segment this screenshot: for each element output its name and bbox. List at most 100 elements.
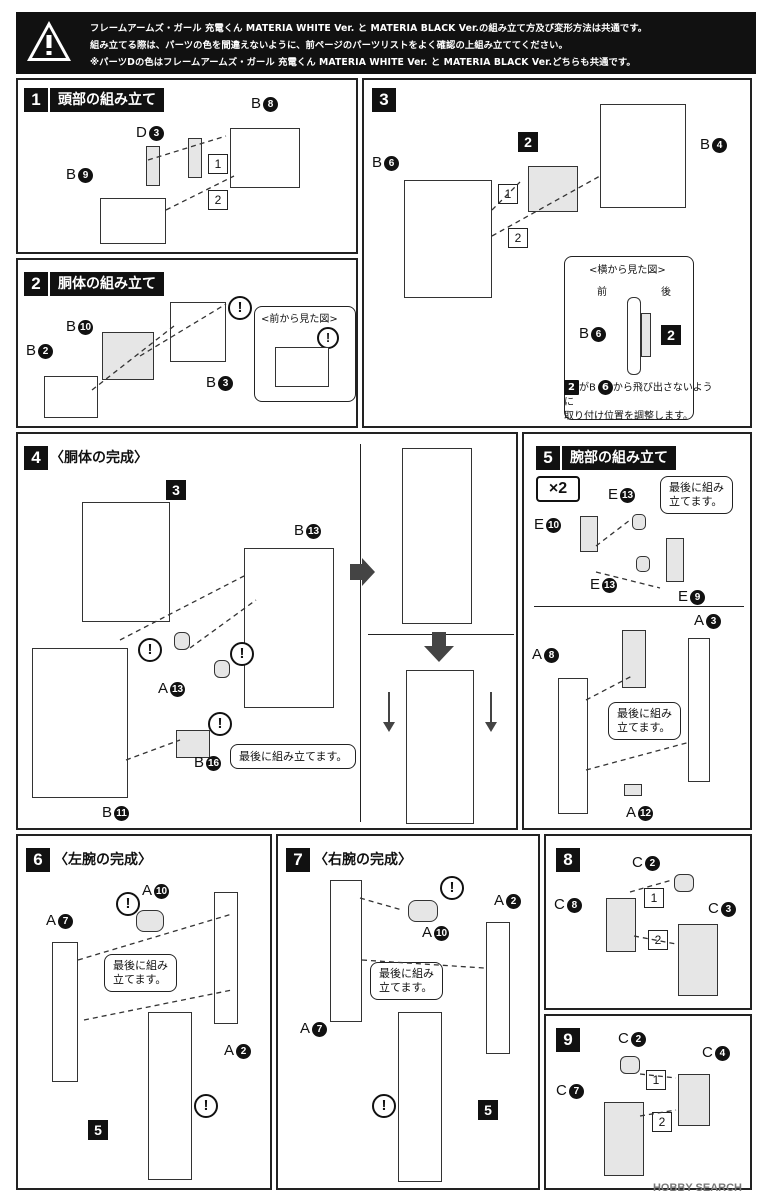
part-number-3: 3 (166, 480, 186, 500)
sequence-marker-2: 2 (652, 1112, 672, 1132)
torso-joint-part (102, 332, 154, 380)
front-view-box: <前から見た図> ! (254, 306, 356, 402)
arm-part-a8 (558, 678, 588, 814)
torso-frame-part (170, 302, 226, 362)
sequence-marker-1: 1 (208, 154, 228, 174)
torso-plate-part (44, 376, 98, 418)
caution-icon: ! (440, 876, 464, 900)
head-pin-part-left (146, 146, 160, 186)
head-frame-part (230, 128, 300, 188)
panel-divider (534, 606, 744, 607)
caution-icon: ! (194, 1094, 218, 1118)
side-view-battery (641, 313, 651, 357)
assemble-last-note: 最後に組み立てます。 (608, 702, 681, 740)
header-line-2: 組み立てる際は、パーツの色を間違えないように、前ページのパーツリストをよく確認の… (90, 40, 568, 51)
torso-lower-frame-part (244, 548, 334, 708)
small-part-a12 (624, 784, 642, 796)
step-number: 3 (372, 88, 396, 112)
back-label: 後 (661, 287, 671, 298)
caution-icon: ! (372, 1094, 396, 1118)
hand-part-c4 (678, 1074, 710, 1126)
caution-icon: ! (228, 296, 252, 320)
joint-part-a13-1 (174, 632, 190, 650)
step-number: 2 (24, 272, 48, 296)
pin-part-e13-2 (636, 556, 650, 572)
assemble-last-note: 最後に組み立てます。 (230, 744, 357, 769)
quantity-badge: ×2 (536, 476, 580, 502)
step-number: 9 (556, 1028, 580, 1052)
arm-part-a7 (52, 942, 78, 1082)
torso-back-plate-part (32, 648, 128, 798)
sequence-marker-1: 1 (498, 184, 518, 204)
panel-divider (360, 444, 361, 822)
side-view-caption: <横から見た図> (589, 265, 666, 276)
arrow-down-icon (424, 632, 454, 662)
hand-part-c7 (604, 1102, 644, 1176)
caution-icon: ! (138, 638, 162, 662)
hand-part-c8 (606, 898, 636, 952)
head-pin-part-right (188, 138, 202, 178)
assemble-last-note: 最後に組み立てます。 (660, 476, 733, 514)
step-title: 〈胴体の完成〉 (50, 450, 148, 466)
arm-part-a7 (330, 880, 362, 1022)
caution-icon: ! (230, 642, 254, 666)
step-title: 胴体の組み立て (50, 272, 164, 296)
assemble-last-note: 最後に組み立てます。 (104, 954, 177, 992)
warning-triangle-icon (27, 21, 71, 61)
caution-icon: ! (116, 892, 140, 916)
wrist-part-c2 (674, 874, 694, 892)
step-number: 7 (286, 848, 310, 872)
caution-icon: ! (208, 712, 232, 736)
elbow-part-e9 (666, 538, 684, 582)
step-title: 頭部の組み立て (50, 88, 164, 112)
head-face-part (100, 198, 166, 244)
sequence-marker-2: 2 (508, 228, 528, 248)
torso-back-frame-part (600, 104, 686, 208)
pin-part-e13-1 (632, 514, 646, 530)
assemble-last-note: 最後に組み立てます。 (370, 962, 443, 1000)
hand-part-c3 (678, 924, 718, 996)
torso-upper-assembly (82, 502, 170, 622)
elbow-assembly (622, 630, 646, 688)
step-number: 8 (556, 848, 580, 872)
step-number: 5 (536, 446, 560, 470)
arm-part-a3 (688, 638, 710, 782)
torso-assembled-extended (402, 448, 472, 624)
part-number-5: 5 (88, 1120, 108, 1140)
step-title: 腕部の組み立て (562, 446, 676, 470)
warning-banner: フレームアームズ・ガール 充電くん MATERIA WHITE Ver. と M… (16, 12, 756, 74)
front-view-caption: <前から見た図> (261, 314, 338, 325)
part-number-2: 2 (518, 132, 538, 152)
torso-upper-frame-part (404, 180, 492, 298)
